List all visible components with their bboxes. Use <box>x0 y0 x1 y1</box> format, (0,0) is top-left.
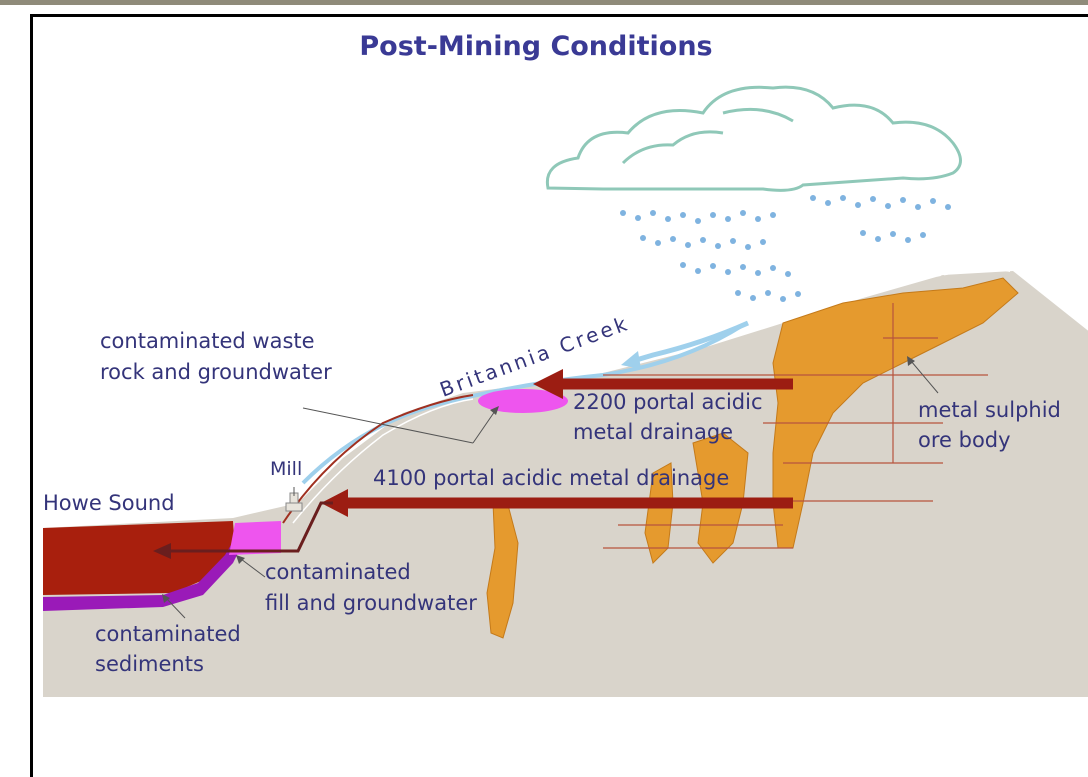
creek-bank-line <box>282 394 474 524</box>
drainage-arrowhead-4100 <box>321 489 348 517</box>
label-howe-sound: Howe Sound <box>43 491 175 515</box>
creek-arrowhead <box>621 351 641 369</box>
leader-arrowheads <box>162 356 915 603</box>
mine-workings <box>603 303 988 549</box>
label-ore-line1: metal sulphid <box>918 398 1061 422</box>
top-rule <box>0 0 1088 5</box>
outfall-arrowhead <box>153 543 171 559</box>
label-fill-line1: contaminated <box>265 560 411 584</box>
contaminated-sediments <box>43 528 249 611</box>
snowline <box>782 267 1014 325</box>
diagram-title: Post-Mining Conditions <box>359 31 712 62</box>
label-sediments-line2: sediments <box>95 652 204 676</box>
label-fill-line2: fill and groundwater <box>265 591 477 615</box>
drainage-arrowhead-2200 <box>533 369 563 399</box>
rain-icon <box>620 195 951 302</box>
slide-frame: Post-Mining Conditions contaminated wast… <box>30 14 1088 777</box>
label-portal-2200-line2: metal drainage <box>573 420 733 444</box>
ore-body-left <box>486 502 519 639</box>
road-line <box>292 398 474 524</box>
contaminated-waste-rock <box>478 389 568 413</box>
creek-flow <box>632 320 750 364</box>
label-sediments-line1: contaminated <box>95 622 241 646</box>
label-ore-line2: ore body <box>918 428 1011 452</box>
label-portal-2200-line1: 2200 portal acidic <box>573 390 763 414</box>
label-waste-rock-line1: contaminated waste <box>100 329 315 353</box>
label-mill: Mill <box>270 458 302 480</box>
post-mining-diagram: Post-Mining Conditions contaminated wast… <box>43 31 1088 697</box>
contaminated-fill <box>229 521 281 555</box>
ore-body-main <box>772 277 1019 549</box>
label-waste-rock-line2: rock and groundwater <box>100 360 332 384</box>
cloud-icon <box>545 85 962 192</box>
label-portal-4100: 4100 portal acidic metal drainage <box>373 466 729 490</box>
outfall-pipe <box>168 501 333 553</box>
sea <box>43 521 235 595</box>
leader-lines <box>165 360 939 619</box>
